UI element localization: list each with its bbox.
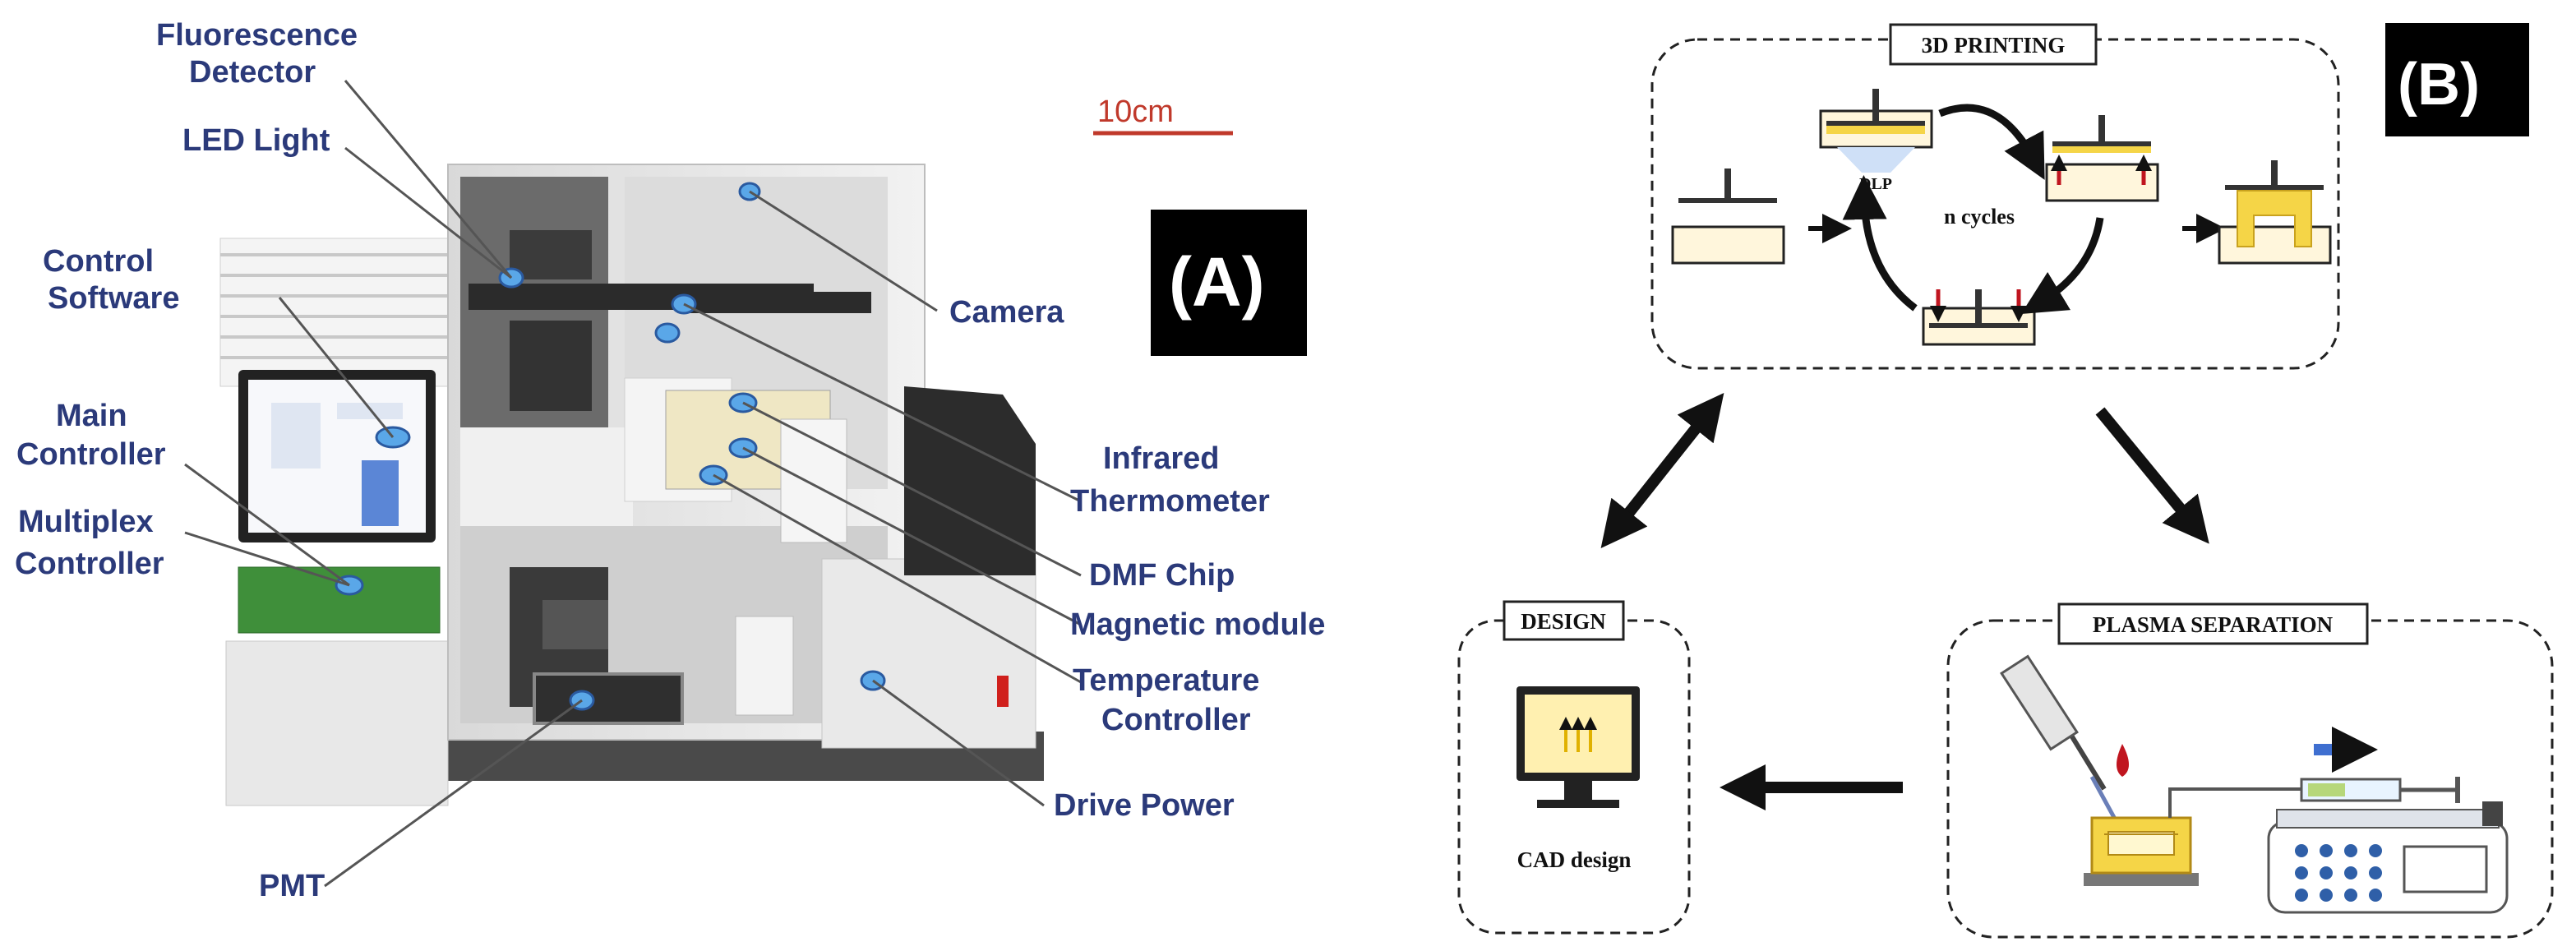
cycle-arrow-top	[1938, 104, 2045, 180]
plasma-box: PLASMA SEPARATION	[1946, 602, 2554, 939]
scale-bar-label: 10cm	[1097, 95, 1174, 129]
vat-step-2: DLP	[1819, 89, 1933, 193]
instrument-illustration	[219, 164, 1044, 806]
label-main-line1: Main	[56, 399, 127, 433]
label-infrared-line2: Thermometer	[1070, 484, 1270, 519]
label-main-line2: Controller	[16, 437, 166, 472]
arrow-design-printing	[1600, 393, 1724, 548]
monitor	[238, 370, 436, 542]
vat-step-5	[2218, 160, 2332, 265]
label-multiplex-line1: Multiplex	[18, 505, 154, 539]
design-caption: CAD design	[1517, 847, 1632, 872]
plasma-title: PLASMA SEPARATION	[2093, 612, 2334, 637]
panel-b-tag: (B)	[2398, 52, 2480, 118]
label-temperature-line2: Controller	[1101, 703, 1251, 737]
label-led-light: LED Light	[182, 123, 330, 158]
label-fluorescence-line2: Detector	[189, 55, 316, 90]
syringe-pump	[2267, 777, 2509, 914]
panel-b-tag-box	[2385, 23, 2529, 136]
vent-grille	[219, 238, 468, 387]
tubing	[2168, 787, 2301, 818]
panel-b: (B) 3D PRINTING DLP	[1457, 23, 2554, 939]
vat-step-4	[1922, 289, 2036, 346]
vat-step-3	[2045, 115, 2159, 202]
arrow-printing-plasma	[2095, 407, 2209, 544]
separation-chip	[2084, 816, 2199, 886]
pipette-icon	[2000, 654, 2119, 824]
label-multiplex-line2: Controller	[15, 547, 164, 581]
cycle-arrow-right	[2020, 217, 2104, 314]
label-control-line2: Software	[48, 281, 179, 316]
label-camera: Camera	[949, 295, 1064, 330]
scale-bar: 10cm	[1093, 95, 1233, 136]
printing-title: 3D PRINTING	[1922, 33, 2066, 58]
label-drive-power: Drive Power	[1054, 788, 1235, 823]
label-control-line1: Control	[43, 244, 154, 279]
design-title: DESIGN	[1521, 609, 1606, 634]
panel-a: 10cm Fluorescence Detector LED Light Con…	[15, 18, 1325, 903]
blood-drop-icon	[2117, 744, 2129, 777]
dlp-label: DLP	[1859, 175, 1892, 193]
label-temperature-line1: Temperature	[1073, 663, 1259, 698]
cycle-arrow-left	[1842, 175, 1918, 312]
printing-box: 3D PRINTING DLP	[1650, 23, 2340, 370]
label-dmf-chip: DMF Chip	[1089, 558, 1235, 593]
design-box: DESIGN CAD design	[1457, 600, 1691, 935]
computer-icon	[1517, 686, 1640, 808]
label-infrared-line1: Infrared	[1103, 441, 1219, 476]
cycles-label: n cycles	[1944, 205, 2015, 229]
label-magnetic-module: Magnetic module	[1070, 607, 1325, 642]
label-pmt: PMT	[259, 869, 325, 903]
label-fluorescence-line1: Fluorescence	[156, 18, 358, 53]
panel-a-tag-box	[1151, 210, 1307, 356]
panel-a-tag: (A)	[1169, 243, 1265, 321]
vat-step-1	[1671, 169, 1785, 265]
leader-lines	[184, 80, 1082, 888]
